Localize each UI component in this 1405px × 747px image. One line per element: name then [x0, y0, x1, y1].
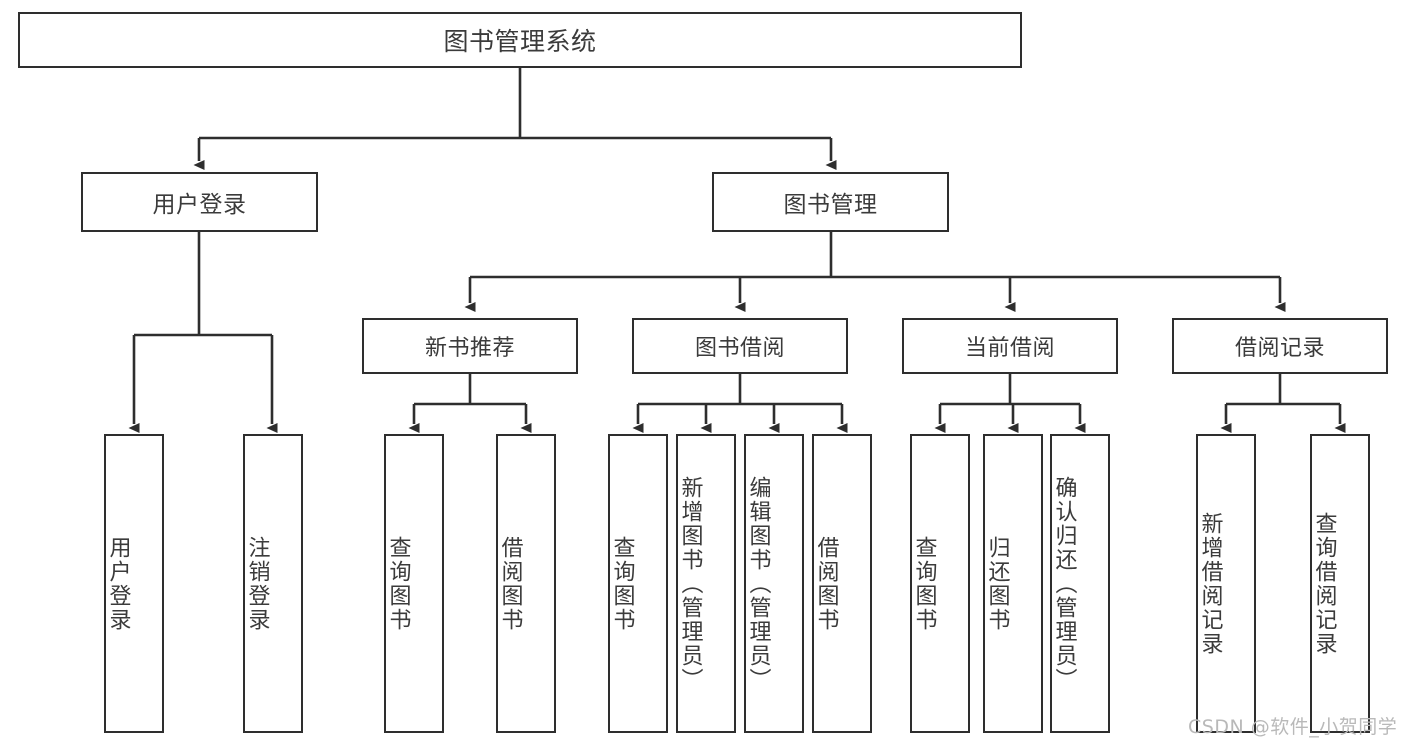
watermark-csdn: CSDN @软件_小贺同学 — [1188, 716, 1398, 738]
leaf-add-book-admin[interactable]: 新增图书（管理员） — [676, 434, 736, 733]
node-book-management[interactable]: 图书管理 — [712, 172, 949, 232]
leaf-query-book-borrow[interactable]: 查询图书 — [608, 434, 668, 733]
node-label: 借阅图书 — [813, 535, 839, 632]
node-label: 注销登录 — [244, 535, 270, 632]
node-label: 新增借阅记录 — [1197, 511, 1223, 656]
leaf-borrow-book-recommend[interactable]: 借阅图书 — [496, 434, 556, 733]
node-borrow-record[interactable]: 借阅记录 — [1172, 318, 1388, 374]
node-label: 借阅图书 — [497, 535, 523, 632]
leaf-query-borrow-record[interactable]: 查询借阅记录 — [1310, 434, 1370, 733]
leaf-edit-book-admin[interactable]: 编辑图书（管理员） — [744, 434, 804, 733]
node-label: 图书管理 — [783, 192, 878, 218]
leaf-add-borrow-record[interactable]: 新增借阅记录 — [1196, 434, 1256, 733]
leaf-return-book[interactable]: 归还图书 — [983, 434, 1043, 733]
node-root-system[interactable]: 图书管理系统 — [18, 12, 1022, 68]
node-label: 查询图书 — [609, 535, 635, 632]
node-book-borrow[interactable]: 图书借阅 — [632, 318, 848, 374]
node-label: 图书管理系统 — [443, 27, 597, 56]
node-label: 查询图书 — [385, 535, 411, 632]
leaf-query-book-recommend[interactable]: 查询图书 — [384, 434, 444, 733]
node-label: 新增图书（管理员） — [677, 475, 703, 692]
leaf-borrow-book[interactable]: 借阅图书 — [812, 434, 872, 733]
node-user-login[interactable]: 用户登录 — [81, 172, 318, 232]
node-label: 图书借阅 — [694, 336, 785, 361]
node-current-borrow[interactable]: 当前借阅 — [902, 318, 1118, 374]
node-label: 借阅记录 — [1234, 336, 1325, 361]
node-label: 查询图书 — [911, 535, 937, 632]
node-label: 用户登录 — [105, 535, 131, 632]
node-label: 新书推荐 — [424, 336, 515, 361]
node-label: 查询借阅记录 — [1311, 511, 1337, 656]
node-label: 用户登录 — [152, 192, 247, 218]
node-label: 归还图书 — [984, 535, 1010, 632]
node-label: 当前借阅 — [964, 336, 1055, 361]
node-new-book-recommend[interactable]: 新书推荐 — [362, 318, 578, 374]
leaf-confirm-return-admin[interactable]: 确认归还（管理员） — [1050, 434, 1110, 733]
leaf-logout[interactable]: 注销登录 — [243, 434, 303, 733]
node-label: 编辑图书（管理员） — [745, 475, 771, 692]
node-label: 确认归还（管理员） — [1051, 475, 1077, 692]
leaf-user-login[interactable]: 用户登录 — [104, 434, 164, 733]
leaf-query-book-current[interactable]: 查询图书 — [910, 434, 970, 733]
